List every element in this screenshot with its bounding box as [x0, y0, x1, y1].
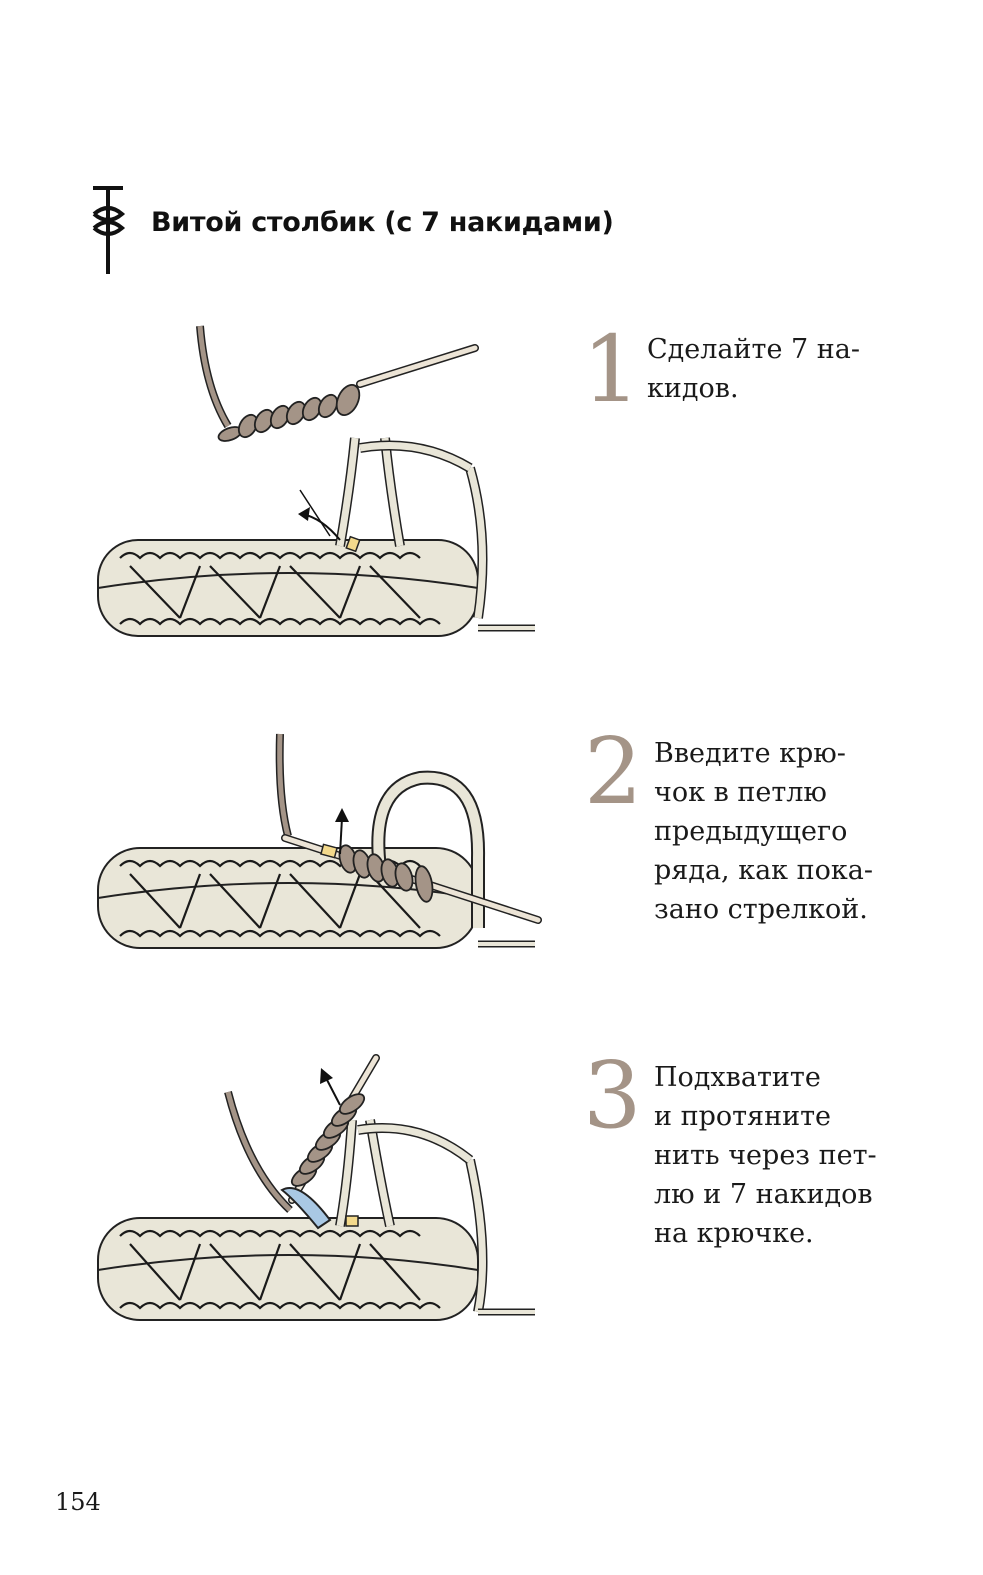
step-instruction: Подхватите и протяните нить через пет- л…: [654, 1062, 877, 1249]
step-2: 2 Введите крю- чок в петлю предыдущего р…: [0, 718, 983, 978]
step-2-illustration: [97, 733, 542, 949]
step-1-illustration: [97, 325, 535, 637]
step-number: 2: [584, 718, 643, 825]
step-number: 1: [582, 316, 641, 423]
step-3: 3 Подхватите и протяните нить через пет-…: [0, 1050, 983, 1340]
section-header: Витой столбик (с 7 накидами): [88, 182, 614, 277]
section-title: Витой столбик (с 7 накидами): [151, 207, 614, 238]
step-instruction: Введите крю- чок в петлю предыдущего ряд…: [654, 738, 873, 925]
step-number: 3: [583, 1042, 642, 1149]
step-3-illustration: [97, 1054, 535, 1321]
step-instruction: Сделайте 7 на- кидов.: [647, 334, 860, 404]
page-number: 154: [55, 1488, 101, 1516]
step-1: 1 Сделайте 7 на- кидов.: [0, 318, 983, 658]
twisted-stitch-symbol-icon: [92, 185, 126, 274]
